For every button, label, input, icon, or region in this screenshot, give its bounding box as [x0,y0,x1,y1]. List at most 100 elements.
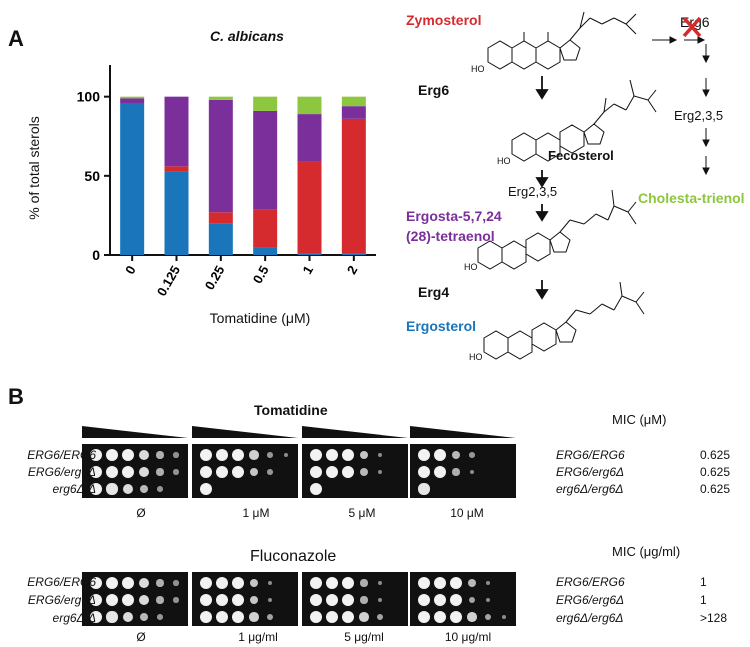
yeast-spot [173,597,179,603]
label-fecosterol: Fecosterol [548,148,614,163]
bar-segment [341,253,366,255]
structure-tetraenol [477,189,637,270]
yeast-spot [450,577,462,589]
yeast-spot [122,611,134,623]
yeast-spot [310,611,322,623]
yeast-spot [156,468,164,476]
flu-strain-1: ERG6/ERG6 [27,575,96,589]
structure-ergosterol [483,281,645,360]
tom-strain-1: ERG6/ERG6 [27,448,96,462]
flu-strain-2: ERG6/erg6Δ [27,593,96,607]
gradient-triangle-icon [302,426,408,438]
tom-cond-0: Ø [136,506,146,520]
panel-a-label: A [8,26,24,51]
yeast-spot [467,612,477,622]
yeast-spot [216,449,228,461]
yeast-spot [267,580,273,586]
yeast-spot [310,577,322,589]
yeast-spot [485,597,491,603]
gradient-triangle-icon [192,426,298,438]
yeast-spot [469,469,475,475]
bar-segment [253,209,278,248]
yeast-spot [310,483,322,495]
yeast-spot [249,595,259,605]
yeast-spot [310,594,322,606]
yeast-spot [360,596,368,604]
yeast-spot [267,597,273,603]
yeast-spot [216,611,228,623]
yeast-spot [452,468,460,476]
bar-segment [253,247,278,255]
bar-segment [253,110,278,210]
x-axis-label: Tomatidine (μM) [209,310,311,326]
label-ergosterol: Ergosterol [406,318,477,334]
flu-cond-1: 1 μg/ml [238,630,278,644]
yeast-spot [122,466,134,478]
label-erg235-right: Erg2,3,5 [674,108,724,123]
tomatidine-title: Tomatidine [254,402,328,418]
yeast-spot [249,578,259,588]
y-tick-label: 50 [84,168,100,184]
yeast-spot [434,577,446,589]
yeast-spot [122,594,134,606]
gradient-triangle-icon [410,426,516,438]
label-zymosterol: Zymosterol [406,12,482,28]
flu-mic-strain-1: ERG6/ERG6 [556,575,625,589]
yeast-spot [200,594,212,606]
structure-fecosterol [511,79,657,162]
pathway-drawing [477,11,710,360]
yeast-spot [90,483,102,495]
y-tick-label: 100 [77,89,101,105]
yeast-spot [418,483,430,495]
yeast-spot [90,577,102,589]
spot-plate [302,572,408,626]
tom-mic-strain-2: ERG6/erg6Δ [556,465,625,479]
yeast-spot [468,596,476,604]
tom-cond-3: 10 μM [450,506,484,520]
tomatidine-mic-header: MIC (μM) [612,412,667,427]
yeast-spot [342,594,354,606]
ho-label-1: HO [471,64,485,74]
yeast-spot [326,611,338,623]
yeast-spot [310,466,322,478]
yeast-spot [232,594,244,606]
yeast-spot [266,613,274,621]
yeast-spot [157,614,163,620]
label-erg235-left: Erg2,3,5 [508,184,558,199]
yeast-spot [90,466,102,478]
blocked-cross-icon [682,16,702,38]
tom-cond-2: 5 μM [348,506,376,520]
yeast-spot [484,613,492,621]
yeast-spot [342,466,354,478]
yeast-spot [434,466,446,478]
yeast-spot [469,452,475,458]
yeast-spot [485,580,491,586]
bar-segment [208,99,233,213]
yeast-spot [90,449,102,461]
yeast-spot [122,449,134,461]
tom-cond-1: 1 μM [242,506,270,520]
label-erg4: Erg4 [418,284,450,300]
yeast-spot [267,452,273,458]
yeast-spot [377,452,383,458]
chart-title: C. albicans [210,28,284,44]
yeast-spot [450,594,462,606]
yeast-spot [249,612,259,622]
yeast-spot [216,577,228,589]
spot-plate [410,444,516,498]
yeast-spot [418,449,430,461]
yeast-spot [173,469,179,475]
yeast-spot [249,467,259,477]
yeast-spot [452,451,460,459]
bar-segment [208,96,233,100]
yeast-spot [200,611,212,623]
yeast-spot [249,450,259,460]
yeast-spot [377,597,383,603]
bar-segment [120,96,145,99]
yeast-spot [200,449,212,461]
yeast-spot [342,577,354,589]
flu-cond-3: 10 μg/ml [444,630,492,644]
yeast-spot [122,483,134,495]
yeast-spot [156,451,164,459]
yeast-spot [156,596,164,604]
